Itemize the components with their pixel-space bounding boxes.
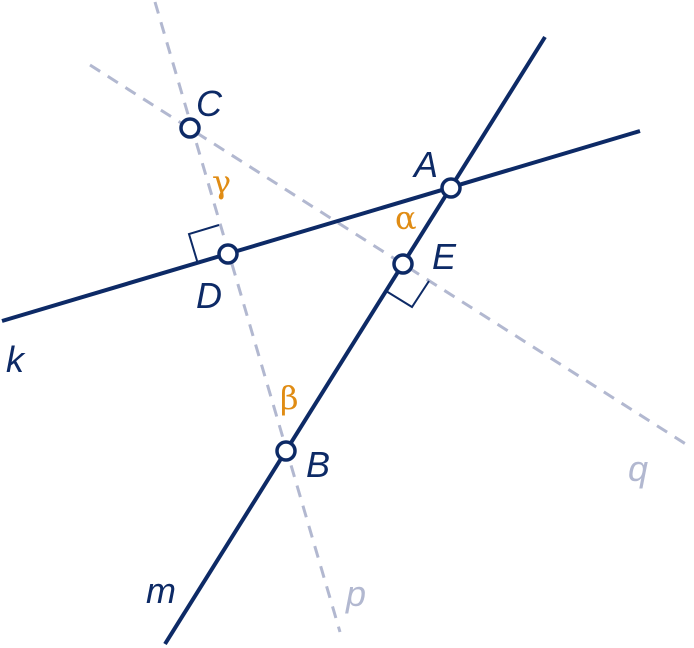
label-angle-gamma: γ [212,163,231,201]
label-point-a: A [412,144,438,185]
label-line-q: q [628,448,648,489]
label-line-m: m [146,570,176,611]
label-point-e: E [432,236,457,277]
label-point-c: C [196,83,223,124]
label-line-p: p [345,573,366,614]
line-q [89,63,693,450]
label-line-k: k [6,339,26,380]
point-e [392,253,414,275]
label-angle-alpha: α [395,199,417,237]
line-k [1,129,641,323]
point-b [275,440,297,462]
right-angle-marker-e [385,280,430,309]
point-a [440,177,462,199]
line-p [153,1,342,633]
right-angle-marker-d [187,224,220,265]
label-point-b: B [306,444,330,485]
line-m [163,35,547,646]
point-c [179,117,201,139]
point-d [217,243,239,265]
label-angle-beta: β [280,379,299,417]
label-point-d: D [196,275,222,316]
